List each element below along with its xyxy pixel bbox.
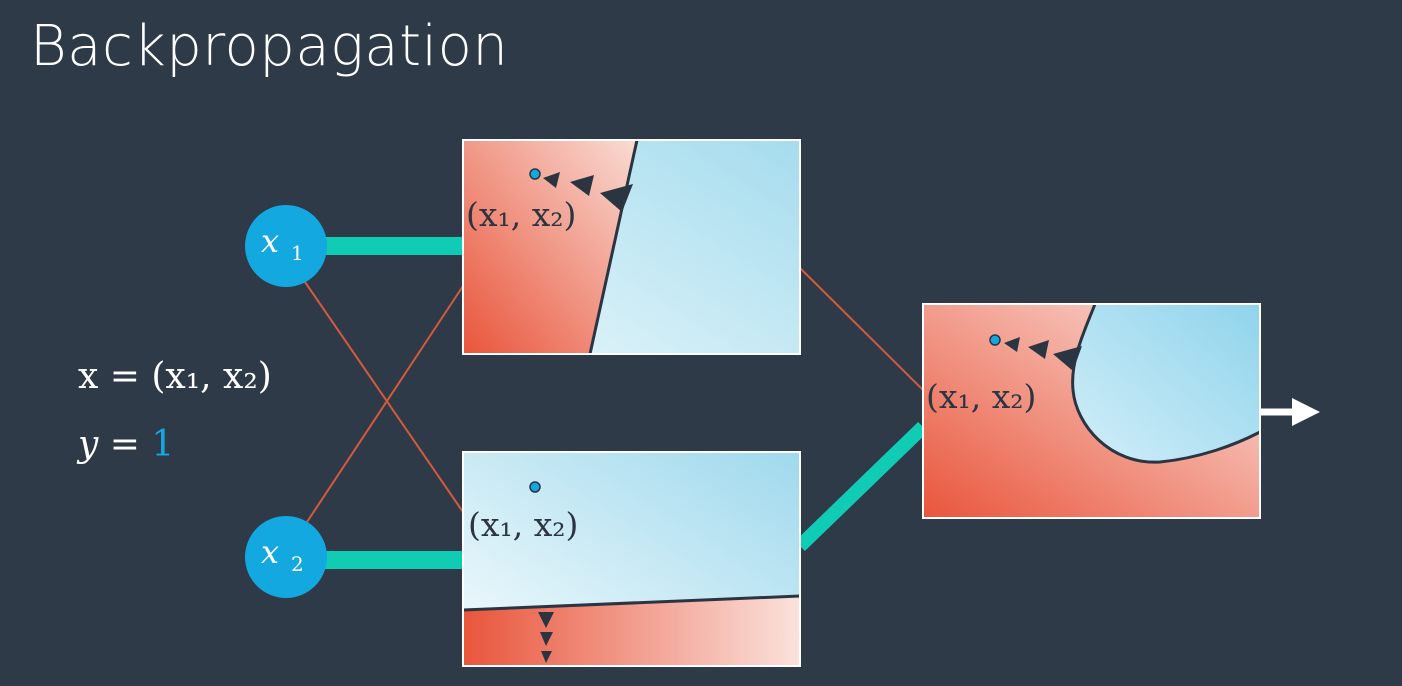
boundary-shift-arrows bbox=[543, 172, 633, 212]
point-label: (x₁, x₂) bbox=[466, 195, 576, 234]
edge-top-to-output bbox=[799, 267, 924, 391]
point-label: (x₁, x₂) bbox=[468, 505, 578, 544]
edge-x2-to-top bbox=[304, 285, 464, 526]
decision-boundary bbox=[463, 594, 800, 612]
boundary-shift-arrows bbox=[1004, 337, 1082, 371]
node-x1-subscript: 1 bbox=[291, 241, 304, 265]
bottom-plot: (x₁, x₂) bbox=[462, 451, 801, 667]
x-definition: x = (x₁, x₂) bbox=[78, 356, 272, 397]
top-plot: (x₁, x₂) bbox=[462, 139, 801, 355]
edge-x1-to-bottom bbox=[304, 281, 464, 513]
input-node-x2: x 2 bbox=[245, 516, 327, 598]
connections bbox=[304, 237, 928, 569]
output-plot: (x₁, x₂) bbox=[922, 303, 1261, 519]
node-x1-symbol: x bbox=[261, 222, 279, 260]
y-definition-lhs: y = bbox=[78, 424, 152, 465]
data-point bbox=[529, 481, 541, 493]
y-value: 1 bbox=[151, 424, 175, 465]
node-x2-symbol: x bbox=[261, 533, 279, 571]
y-definition: y = 1 bbox=[78, 424, 174, 465]
decision-boundary bbox=[588, 140, 639, 354]
boundary-shift-arrows bbox=[538, 612, 554, 663]
slide-title: Backpropagation bbox=[30, 14, 509, 79]
node-x2-subscript: 2 bbox=[291, 552, 304, 576]
edge-bottom-to-output bbox=[795, 421, 928, 552]
output-arrow bbox=[1260, 398, 1320, 426]
data-point bbox=[989, 334, 1001, 346]
point-label: (x₁, x₂) bbox=[926, 377, 1036, 416]
input-node-x1: x 1 bbox=[245, 205, 327, 287]
data-point bbox=[529, 168, 541, 180]
